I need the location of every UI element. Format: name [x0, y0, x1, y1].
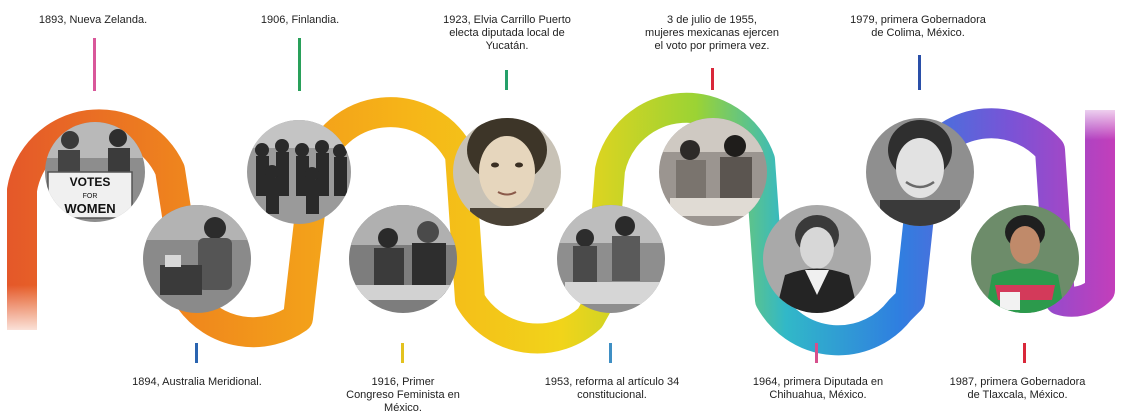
women-voting-1955-photo	[659, 118, 767, 226]
event-label-1987: 1987, primera Gobernadora de Tlaxcala, M…	[949, 376, 1086, 401]
ribbon-fade-left	[0, 285, 45, 340]
woman-casting-ballot-photo	[143, 205, 251, 313]
elvia-carrillo-portrait-photo	[453, 118, 561, 226]
colima-governor-portrait-photo	[866, 118, 974, 226]
event-label-1893: 1893, Nueva Zelanda.	[38, 14, 148, 26]
event-label-1953: 1953, reforma al artículo 34 constitucio…	[544, 376, 680, 401]
finnish-women-group-photo	[247, 120, 351, 224]
event-label-1964: 1964, primera Diputada en Chihuahua, Méx…	[752, 376, 884, 401]
tick-1923	[505, 70, 508, 90]
tick-1894	[195, 343, 198, 363]
sign-line-2: FOR	[83, 193, 98, 200]
event-label-1906: 1906, Finlandia.	[260, 14, 340, 26]
event-label-1979: 1979, primera Gobernadora de Colima, Méx…	[850, 14, 986, 39]
ribbon-fade-right	[1080, 100, 1123, 140]
tick-1955	[711, 68, 714, 90]
tick-1953	[609, 343, 612, 363]
tick-1987	[1023, 343, 1026, 363]
event-label-1955: 3 de julio de 1955, mujeres mexicanas ej…	[645, 14, 779, 52]
tick-1893	[93, 38, 96, 91]
congress-meeting-photo	[349, 205, 457, 313]
sign-line-3: WOMEN	[64, 201, 115, 216]
chihuahua-deputy-portrait-photo	[763, 205, 871, 313]
event-label-1894: 1894, Australia Meridional.	[132, 376, 262, 388]
tick-1916	[401, 343, 404, 363]
tick-1906	[298, 38, 301, 91]
event-label-1916: 1916, Primer Congreso Feminista en Méxic…	[346, 376, 460, 414]
votes-for-women-protest-photo: VOTES FOR WOMEN	[45, 122, 145, 222]
tick-1979	[918, 55, 921, 90]
event-label-1923: 1923, Elvia Carrillo Puerto electa diput…	[443, 14, 571, 52]
tick-1964	[815, 343, 818, 363]
women-signing-documents-photo	[557, 205, 665, 313]
tlaxcala-governor-portrait-photo	[971, 205, 1079, 313]
sign-line-1: VOTES	[70, 175, 111, 189]
